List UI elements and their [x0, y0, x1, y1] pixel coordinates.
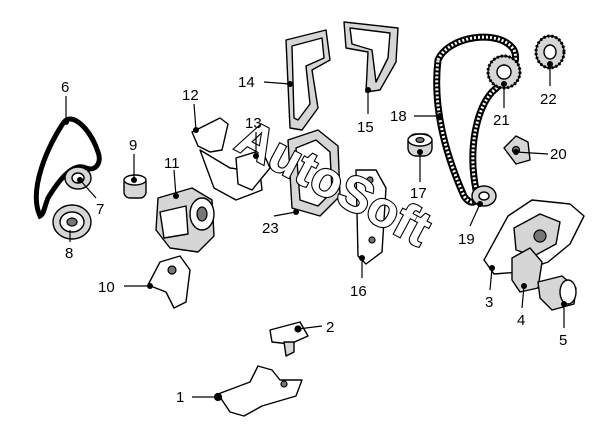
- callout-10: 10: [98, 279, 115, 296]
- part-bracket-13: [235, 149, 271, 191]
- part-bracket-1: [213, 365, 303, 417]
- callout-14: 14: [238, 74, 255, 91]
- part-housing-4: [511, 247, 543, 293]
- part-bracket-10: [147, 255, 191, 309]
- callout-1: 1: [176, 389, 184, 406]
- callout-15: 15: [357, 119, 374, 136]
- callout-2: 2: [326, 319, 334, 336]
- part-cover-15: [343, 21, 399, 93]
- leader-lines: [63, 61, 567, 400]
- part-idler-9: [123, 174, 147, 199]
- callout-5: 5: [559, 332, 567, 349]
- part-pump-11: [155, 187, 215, 253]
- part-cylinder-5: [537, 275, 577, 311]
- callout-23: 23: [262, 220, 279, 237]
- callout-21: 21: [493, 112, 510, 129]
- callout-12: 12: [182, 87, 199, 104]
- callout-22: 22: [540, 91, 557, 108]
- part-housing-3: [483, 199, 585, 275]
- part-cover-14: [285, 29, 331, 131]
- part-sprocket-22: [534, 34, 566, 70]
- callout-17: 17: [410, 185, 427, 202]
- part-cover-23: [287, 129, 341, 217]
- callout-9: 9: [129, 137, 137, 154]
- callout-7: 7: [96, 201, 104, 218]
- callout-13: 13: [245, 115, 262, 132]
- callout-19: 19: [458, 231, 475, 248]
- part-flange-2: [269, 321, 309, 357]
- part-belt-6: [33, 116, 102, 220]
- part-crank-pulley-8: [52, 204, 92, 240]
- callout-labels: 1 2 3 4 5 6 7 8 9 10 11 12 13 14 15 16 1…: [61, 74, 567, 406]
- callout-20: 20: [550, 146, 567, 163]
- callout-6: 6: [61, 79, 69, 96]
- callout-16: 16: [350, 283, 367, 300]
- part-timing-belt-18: [433, 33, 519, 206]
- callout-8: 8: [65, 245, 73, 262]
- callout-18: 18: [390, 108, 407, 125]
- part-plate-16: [355, 169, 387, 265]
- callout-4: 4: [517, 312, 525, 329]
- part-sprocket-19: [471, 185, 497, 207]
- callout-3: 3: [485, 294, 493, 311]
- callout-11: 11: [164, 155, 180, 172]
